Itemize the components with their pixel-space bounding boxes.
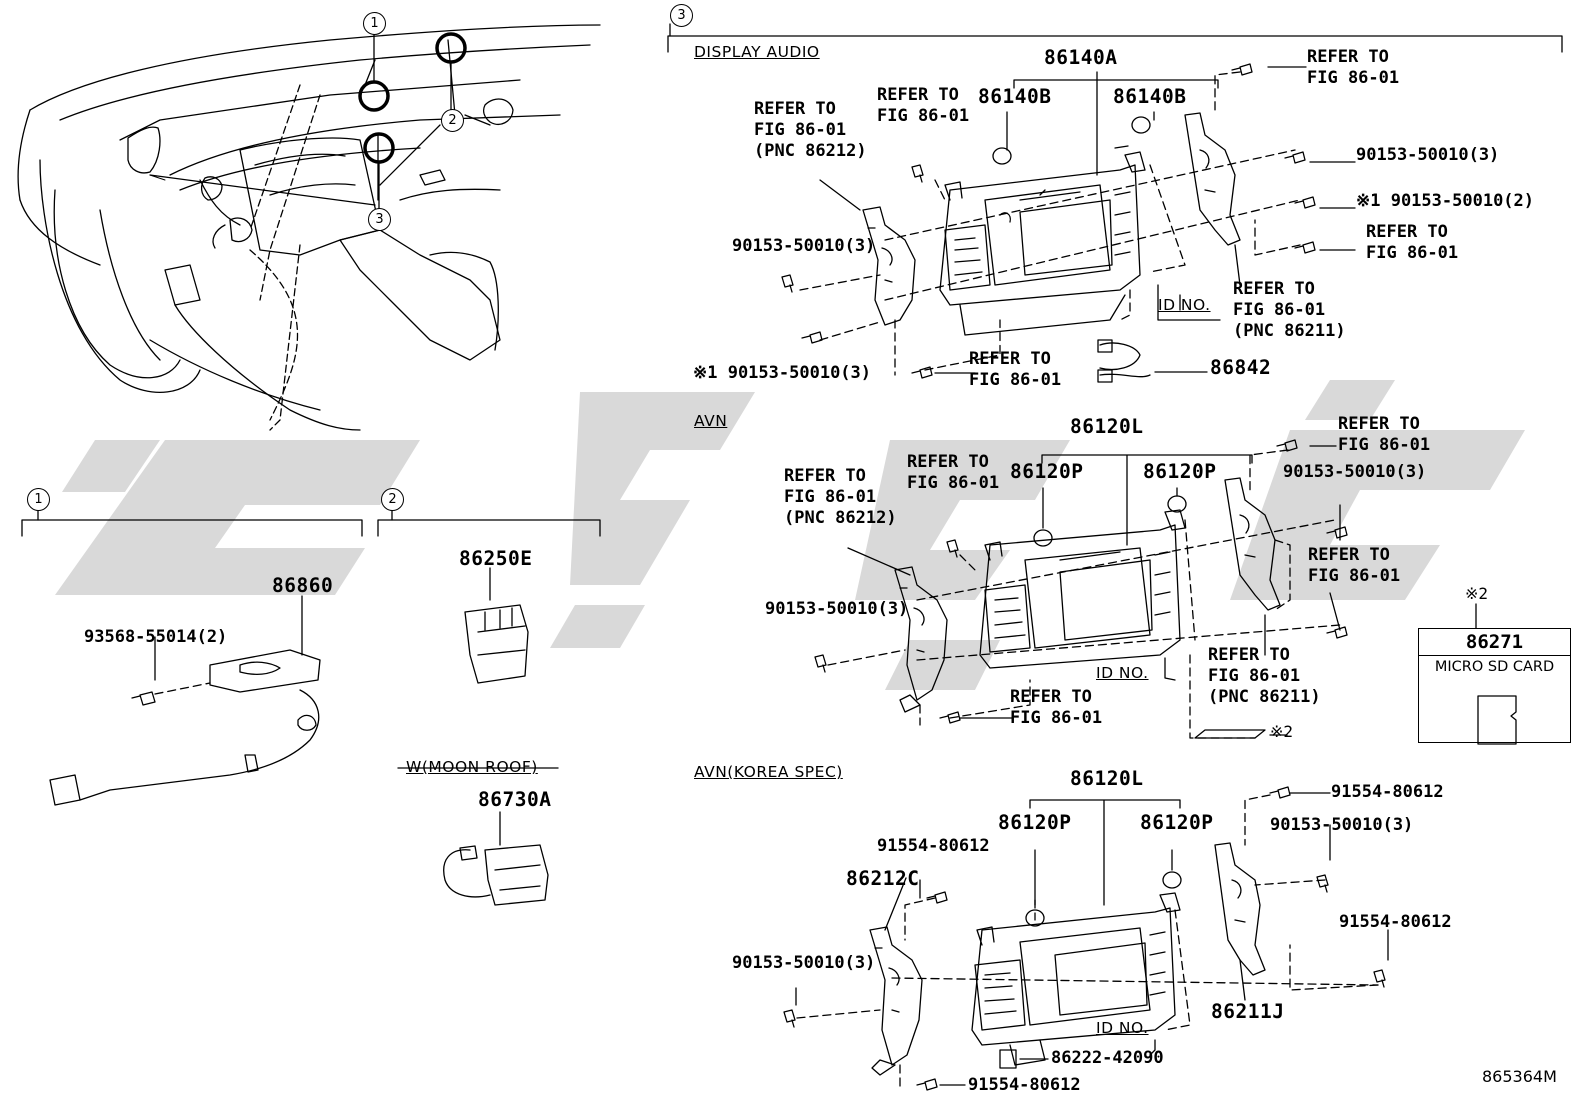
- callout-2-car[interactable]: 2: [441, 109, 464, 132]
- avn-korea-unit: [971, 892, 1181, 1066]
- bolt-korea-mid-left: 91554-80612: [877, 836, 990, 856]
- callout-3-car[interactable]: 3: [368, 208, 391, 231]
- part-86120P-avn-left: 86120P: [1010, 460, 1084, 483]
- bolt-avn-right: 90153-50010(3): [1283, 462, 1427, 482]
- part-86140B-right: 86140B: [1113, 85, 1187, 108]
- id-no-avn: ID NO.: [1096, 664, 1149, 682]
- refer-to-da-bottom: REFER TO FIG 86-01: [969, 349, 1062, 390]
- micro-sd-card-box: 86271 MICRO SD CARD: [1418, 628, 1571, 743]
- section-title-avn-korea: AVN(KOREA SPEC): [694, 763, 843, 781]
- avn-unit: [979, 509, 1186, 669]
- refer-to-avn-left: REFER TO FIG 86-01 (PNC 86212): [784, 466, 897, 528]
- micro-sd-card-label: MICRO SD CARD: [1434, 659, 1555, 675]
- switch-86250E: [464, 604, 529, 684]
- refer-to-da-right-mid: REFER TO FIG 86-01: [1366, 222, 1459, 263]
- module-86730A: [443, 844, 549, 906]
- part-86120P-avn-right: 86120P: [1143, 460, 1217, 483]
- bolt-korea-right: 90153-50010(3): [1270, 815, 1414, 835]
- bolt-da-right-2: ※1 90153-50010(2): [1356, 191, 1535, 211]
- part-86120P-korea-right: 86120P: [1140, 811, 1214, 834]
- sd-card-note-marker: ※2: [1270, 722, 1294, 741]
- refer-to-avn-top-right: REFER TO FIG 86-01: [1338, 414, 1431, 455]
- id-no-da: ID NO.: [1158, 296, 1211, 314]
- bolt-korea-top-right: 91554-80612: [1331, 782, 1444, 802]
- refer-to-avn-right-pnc: REFER TO FIG 86-01 (PNC 86211): [1208, 645, 1321, 707]
- sd-card-note-label: ※2: [1465, 584, 1489, 603]
- callout-3-top[interactable]: 3: [670, 4, 693, 27]
- refer-to-avn-top-mid: REFER TO FIG 86-01: [907, 452, 1000, 493]
- bolt-korea-right-lower: 91554-80612: [1339, 912, 1452, 932]
- section-title-display-audio: DISPLAY AUDIO: [694, 43, 820, 61]
- bolt-korea-left: 90153-50010(3): [732, 953, 876, 973]
- part-86271: 86271: [1419, 629, 1570, 656]
- bolt-da-right-top: 90153-50010(3): [1356, 145, 1500, 165]
- part-86140A: 86140A: [1044, 46, 1118, 69]
- section-title-avn: AVN: [694, 412, 728, 430]
- part-86730A: 86730A: [478, 788, 552, 811]
- part-86250E: 86250E: [459, 547, 533, 570]
- refer-to-avn-right-mid: REFER TO FIG 86-01: [1308, 545, 1401, 586]
- bolt-93568-55014: 93568-55014(2): [84, 627, 228, 647]
- part-86222-42090: 86222-42090: [1051, 1048, 1164, 1068]
- section-title-moon-roof: W(MOON ROOF): [406, 758, 538, 776]
- bolt-avn-left: 90153-50010(3): [765, 599, 909, 619]
- part-86120L-korea: 86120L: [1070, 767, 1144, 790]
- figure-code: 865364M: [1482, 1067, 1557, 1086]
- callout-2-group[interactable]: 2: [381, 488, 404, 511]
- bolt-da-bottom-left: ※1 90153-50010(3): [693, 363, 872, 383]
- part-86842: 86842: [1210, 356, 1272, 379]
- part-86860: 86860: [272, 574, 334, 597]
- part-86212C: 86212C: [846, 867, 920, 890]
- refer-to-da-top-right: REFER TO FIG 86-01: [1307, 47, 1400, 88]
- vehicle-interior-sketch: [17, 24, 601, 431]
- sensor-86860: [49, 649, 321, 806]
- refer-to-da-top-mid: REFER TO FIG 86-01: [877, 85, 970, 126]
- refer-to-da-left: REFER TO FIG 86-01 (PNC 86212): [754, 99, 867, 161]
- watermark-logo: [55, 380, 1525, 690]
- part-86140B-left: 86140B: [978, 85, 1052, 108]
- callout-1-group[interactable]: 1: [27, 488, 50, 511]
- callout-1-car[interactable]: 1: [363, 12, 386, 35]
- refer-to-da-right-pnc: REFER TO FIG 86-01 (PNC 86211): [1233, 279, 1346, 341]
- part-86120L-avn: 86120L: [1070, 415, 1144, 438]
- part-86120P-korea-left: 86120P: [998, 811, 1072, 834]
- part-86211J: 86211J: [1211, 1000, 1285, 1023]
- id-no-korea: ID NO.: [1096, 1019, 1149, 1037]
- display-audio-unit: [939, 145, 1146, 336]
- refer-to-avn-bottom: REFER TO FIG 86-01: [1010, 687, 1103, 728]
- bolt-korea-bottom: 91554-80612: [968, 1075, 1081, 1095]
- bolt-da-left: 90153-50010(3): [732, 236, 876, 256]
